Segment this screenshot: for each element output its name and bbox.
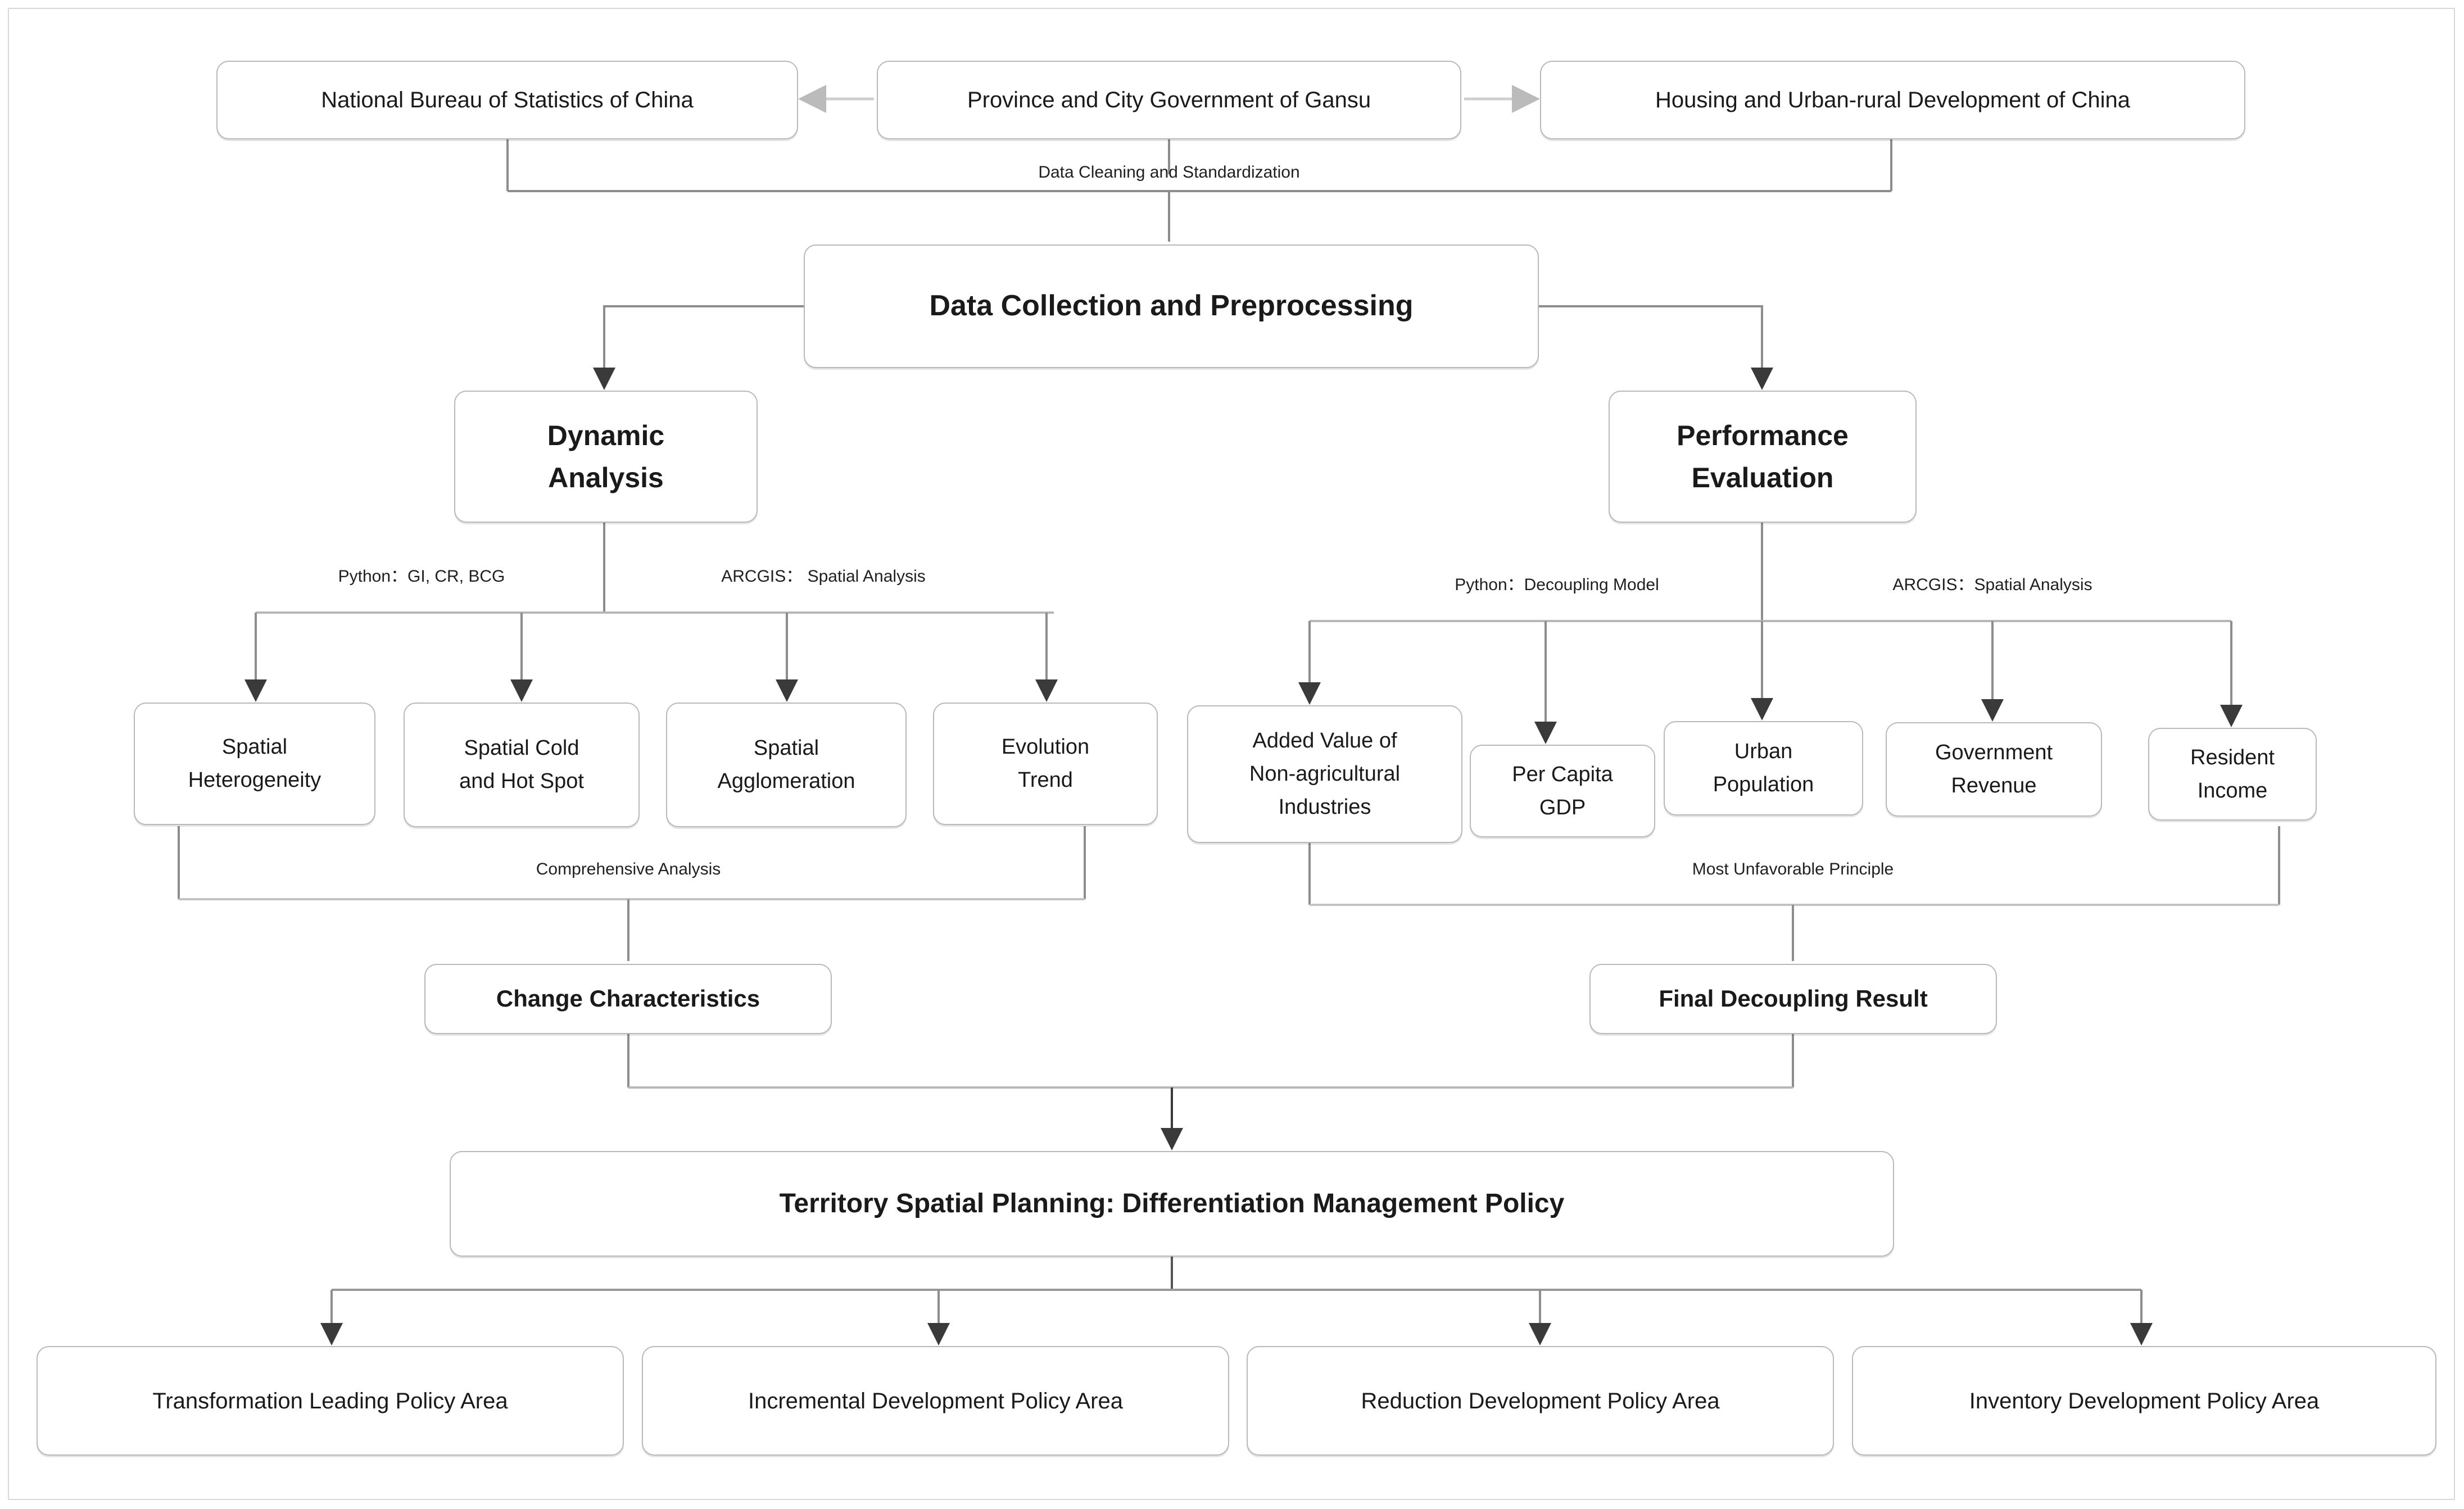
- edge-label-comprehensive-analysis: Comprehensive Analysis: [536, 860, 721, 878]
- leaf-label-line1: Resident: [2190, 745, 2275, 769]
- node-source-housing-urban-rural-development[interactable]: Housing and Urban-rural Development of C…: [1540, 61, 2245, 139]
- node-source-national-bureau-of-statistics[interactable]: National Bureau of Statistics of China: [216, 61, 798, 139]
- leaf-label-line2: Non-agricultural: [1249, 762, 1401, 786]
- node-source-province-city-government-gansu[interactable]: Province and City Government of Gansu: [877, 61, 1461, 139]
- branch-label-line1: Dynamic: [547, 419, 665, 451]
- leaf-label-line1: Spatial: [221, 735, 288, 759]
- policy-area-label: Reduction Development Policy Area: [1361, 1388, 1720, 1413]
- node-transformation-leading-policy-area[interactable]: Transformation Leading Policy Area: [37, 1346, 624, 1456]
- node-incremental-development-policy-area[interactable]: Incremental Development Policy Area: [642, 1346, 1229, 1456]
- node-spatial-agglomeration[interactable]: Spatial Agglomeration: [666, 703, 907, 827]
- edge-label-performance-arcgis: ARCGIS：Spatial Analysis: [1892, 575, 2092, 594]
- result-label: Final Decoupling Result: [1659, 985, 1928, 1012]
- node-evolution-trend[interactable]: Evolution Trend: [933, 703, 1158, 825]
- branch-label-line2: Analysis: [548, 461, 664, 493]
- edge-label-dynamic-arcgis: ARCGIS： Spatial Analysis: [721, 567, 926, 586]
- leaf-label-line2: GDP: [1539, 795, 1586, 819]
- node-per-capita-gdp[interactable]: Per Capita GDP: [1470, 745, 1655, 837]
- result-label: Change Characteristics: [496, 985, 760, 1012]
- leaf-label-line2: Trend: [1018, 768, 1073, 792]
- edge-label-performance-python: Python：Decoupling Model: [1455, 575, 1659, 594]
- leaf-label-line2: Agglomeration: [717, 769, 855, 793]
- diagram-frame: [8, 8, 2455, 1500]
- node-added-value-of-non-agricultural-industries[interactable]: Added Value of Non-agricultural Industri…: [1187, 705, 1462, 843]
- node-resident-income[interactable]: Resident Income: [2148, 728, 2317, 821]
- policy-area-label: Inventory Development Policy Area: [1969, 1388, 2320, 1413]
- policy-area-label: Transformation Leading Policy Area: [152, 1388, 508, 1413]
- source-label: Housing and Urban-rural Development of C…: [1655, 88, 2130, 112]
- node-performance-evaluation[interactable]: Performance Evaluation: [1609, 391, 1917, 523]
- source-label: National Bureau of Statistics of China: [321, 88, 694, 112]
- leaf-label-line1: Evolution: [1001, 735, 1090, 759]
- edge-label-dynamic-python: Python：GI, CR, BCG: [338, 567, 505, 586]
- leaf-label-line1: Spatial Cold: [464, 736, 579, 760]
- branch-label-line2: Evaluation: [1691, 461, 1834, 493]
- node-reduction-development-policy-area[interactable]: Reduction Development Policy Area: [1247, 1346, 1834, 1456]
- node-change-characteristics[interactable]: Change Characteristics: [424, 964, 832, 1034]
- main-label: Data Collection and Preprocessing: [929, 289, 1414, 323]
- leaf-label-line2: Revenue: [1951, 774, 2037, 797]
- leaf-label-line2: Heterogeneity: [188, 768, 321, 792]
- policy-label: Territory Spatial Planning: Differentiat…: [779, 1189, 1565, 1219]
- leaf-label-line2: and Hot Spot: [459, 769, 584, 793]
- branch-label-line1: Performance: [1677, 419, 1849, 451]
- leaf-label-line2: Population: [1713, 773, 1814, 796]
- node-government-revenue[interactable]: Government Revenue: [1886, 722, 2102, 817]
- leaf-label-line3: Industries: [1278, 795, 1371, 819]
- node-inventory-development-policy-area[interactable]: Inventory Development Policy Area: [1852, 1346, 2436, 1456]
- edge-label-most-unfavorable-principle: Most Unfavorable Principle: [1692, 860, 1894, 878]
- node-final-decoupling-result[interactable]: Final Decoupling Result: [1589, 964, 1997, 1034]
- node-territory-spatial-planning-policy[interactable]: Territory Spatial Planning: Differentiat…: [450, 1151, 1894, 1257]
- node-spatial-heterogeneity[interactable]: Spatial Heterogeneity: [134, 703, 375, 825]
- node-data-collection-and-preprocessing[interactable]: Data Collection and Preprocessing: [804, 244, 1539, 368]
- leaf-label-line1: Urban: [1734, 740, 1793, 764]
- source-label: Province and City Government of Gansu: [967, 88, 1371, 112]
- leaf-label-line2: Income: [2197, 778, 2268, 803]
- node-spatial-cold-and-hot-spot[interactable]: Spatial Cold and Hot Spot: [404, 703, 640, 827]
- leaf-label-line1: Spatial: [753, 736, 819, 760]
- leaf-label-line1: Added Value of: [1252, 729, 1397, 753]
- node-dynamic-analysis[interactable]: Dynamic Analysis: [454, 391, 758, 523]
- leaf-label-line1: Per Capita: [1512, 762, 1613, 786]
- leaf-label-line1: Government: [1935, 741, 2053, 765]
- node-urban-population[interactable]: Urban Population: [1664, 721, 1863, 815]
- policy-area-label: Incremental Development Policy Area: [748, 1388, 1123, 1413]
- edge-label-data-cleaning: Data Cleaning and Standardization: [1038, 163, 1300, 182]
